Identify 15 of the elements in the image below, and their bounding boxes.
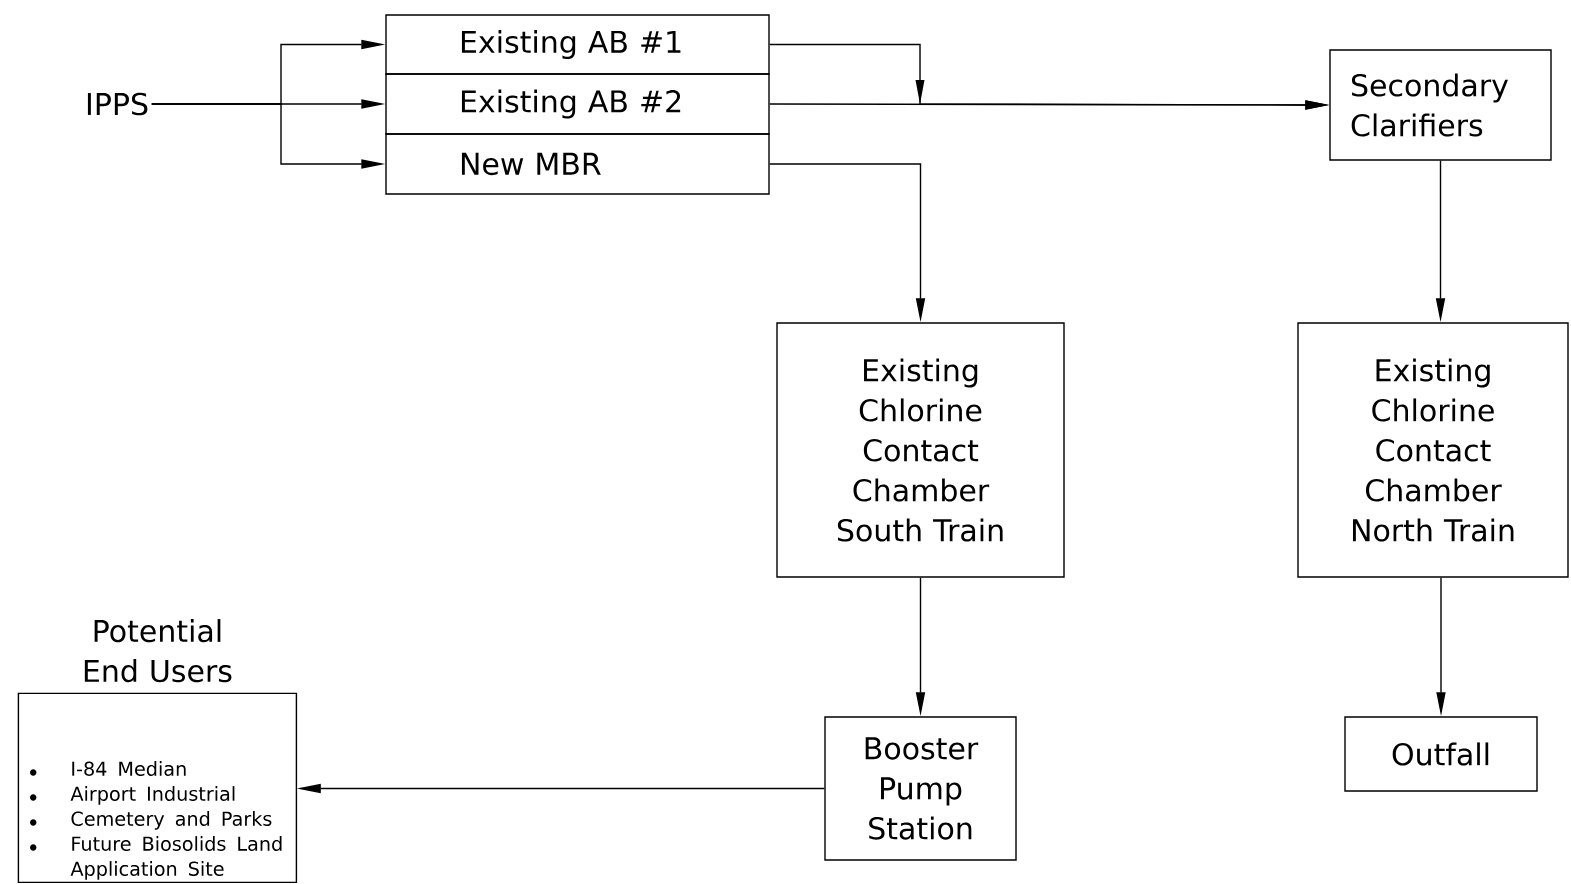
process-box: Outfall [1344,716,1538,792]
source-label: IPPS [87,92,148,116]
process-box: Existing Chlorine Contact Chamber South Train [776,322,1065,578]
node-label: Airport Industrial [70,786,235,805]
node-label: I-84 Median [72,761,186,776]
heading: Potential End Users [84,619,232,683]
node-label: Cemetery and Parks [71,811,272,830]
process-box: Existing AB #1 [385,14,770,75]
process-box: Existing Chlorine Contact Chamber North Train [1297,322,1569,578]
list-box: I-84 Median Airport Industrial Cemetery and Parks Future Biosolids Land Application Site [17,692,298,884]
process-box: New MBR [385,133,770,195]
process-box: Secondary Clarifiers [1329,49,1552,161]
process-box: Booster Pump Station [824,716,1017,861]
process-box: Existing AB #2 [385,73,770,135]
node-label: Future Biosolids Land Application Site [70,836,282,880]
